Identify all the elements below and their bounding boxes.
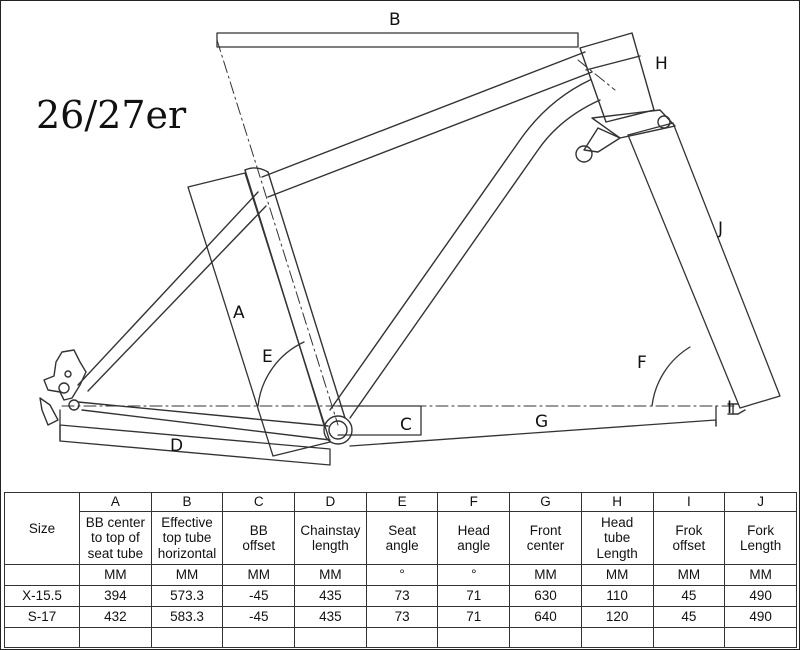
frame-geometry-diagram: 26/27er B H J A E F C G D I xyxy=(36,10,781,466)
row-value: 630 xyxy=(509,585,582,608)
row-size: S-17 xyxy=(4,606,80,629)
row-value: -45 xyxy=(222,585,296,608)
row-value: 73 xyxy=(365,585,439,608)
col-letter: D xyxy=(294,492,367,512)
row-value: 73 xyxy=(365,606,439,629)
row-value: -45 xyxy=(222,606,296,629)
head-angle-arc xyxy=(651,346,691,407)
row-value: 71 xyxy=(437,585,511,608)
row-value: 71 xyxy=(437,606,511,629)
table-row: X-15.5 394 573.3 -45 435 73 71 630 110 4… xyxy=(4,585,797,608)
col-unit: MM xyxy=(509,564,582,587)
dimension-j-bar xyxy=(627,122,781,409)
row-value: 435 xyxy=(294,606,367,629)
col-letter: J xyxy=(724,492,797,512)
col-letter: I xyxy=(652,492,726,512)
col-unit: MM xyxy=(294,564,367,587)
table-row: S-17 432 583.3 -45 435 73 71 640 120 45 … xyxy=(4,606,797,629)
col-letter: A xyxy=(79,492,152,512)
col-unit: MM xyxy=(652,564,726,587)
size-header: Size xyxy=(4,491,80,566)
row-value: 490 xyxy=(724,606,797,629)
label-g: G xyxy=(535,412,548,432)
col-unit: MM xyxy=(150,564,224,587)
table-row-empty xyxy=(4,627,797,648)
col-letter: H xyxy=(580,492,654,512)
label-c: C xyxy=(400,415,412,435)
row-value: 45 xyxy=(652,606,726,629)
label-f: F xyxy=(637,353,647,373)
col-letter: E xyxy=(365,492,439,512)
row-value: 45 xyxy=(652,585,726,608)
col-letter: G xyxy=(509,492,582,512)
row-value: 573.3 xyxy=(150,585,224,608)
label-i: I xyxy=(727,398,732,418)
col-unit: MM xyxy=(79,564,152,587)
dimension-c-bar xyxy=(337,405,422,436)
model-label: 26/27er xyxy=(36,93,187,137)
seat-angle-arc xyxy=(257,341,305,407)
label-e: E xyxy=(262,347,273,367)
row-value: 110 xyxy=(580,585,654,608)
col-unit: MM xyxy=(724,564,797,587)
row-value: 120 xyxy=(580,606,654,629)
row-value: 435 xyxy=(294,585,367,608)
label-j: J xyxy=(717,219,723,239)
label-b: B xyxy=(389,10,401,30)
col-unit: MM xyxy=(580,564,654,587)
row-value: 583.3 xyxy=(150,606,224,629)
row-size: X-15.5 xyxy=(4,585,80,608)
label-h: H xyxy=(655,54,668,74)
dimension-d-bar xyxy=(59,409,331,466)
col-letter: F xyxy=(437,492,511,512)
col-unit: MM xyxy=(222,564,296,587)
row-value: 640 xyxy=(509,606,582,629)
col-unit: ° xyxy=(365,564,439,587)
col-unit: ° xyxy=(437,564,511,587)
dimension-g-line xyxy=(349,405,717,447)
col-letter: B xyxy=(150,492,224,512)
unit-size-cell xyxy=(4,564,80,587)
dimension-b-bar xyxy=(216,32,579,48)
row-value: 394 xyxy=(79,585,152,608)
col-letter: C xyxy=(222,492,296,512)
row-value: 432 xyxy=(79,606,152,629)
row-value: 490 xyxy=(724,585,797,608)
label-d: D xyxy=(170,436,183,456)
bike-frame xyxy=(39,32,746,445)
label-a: A xyxy=(233,303,245,323)
